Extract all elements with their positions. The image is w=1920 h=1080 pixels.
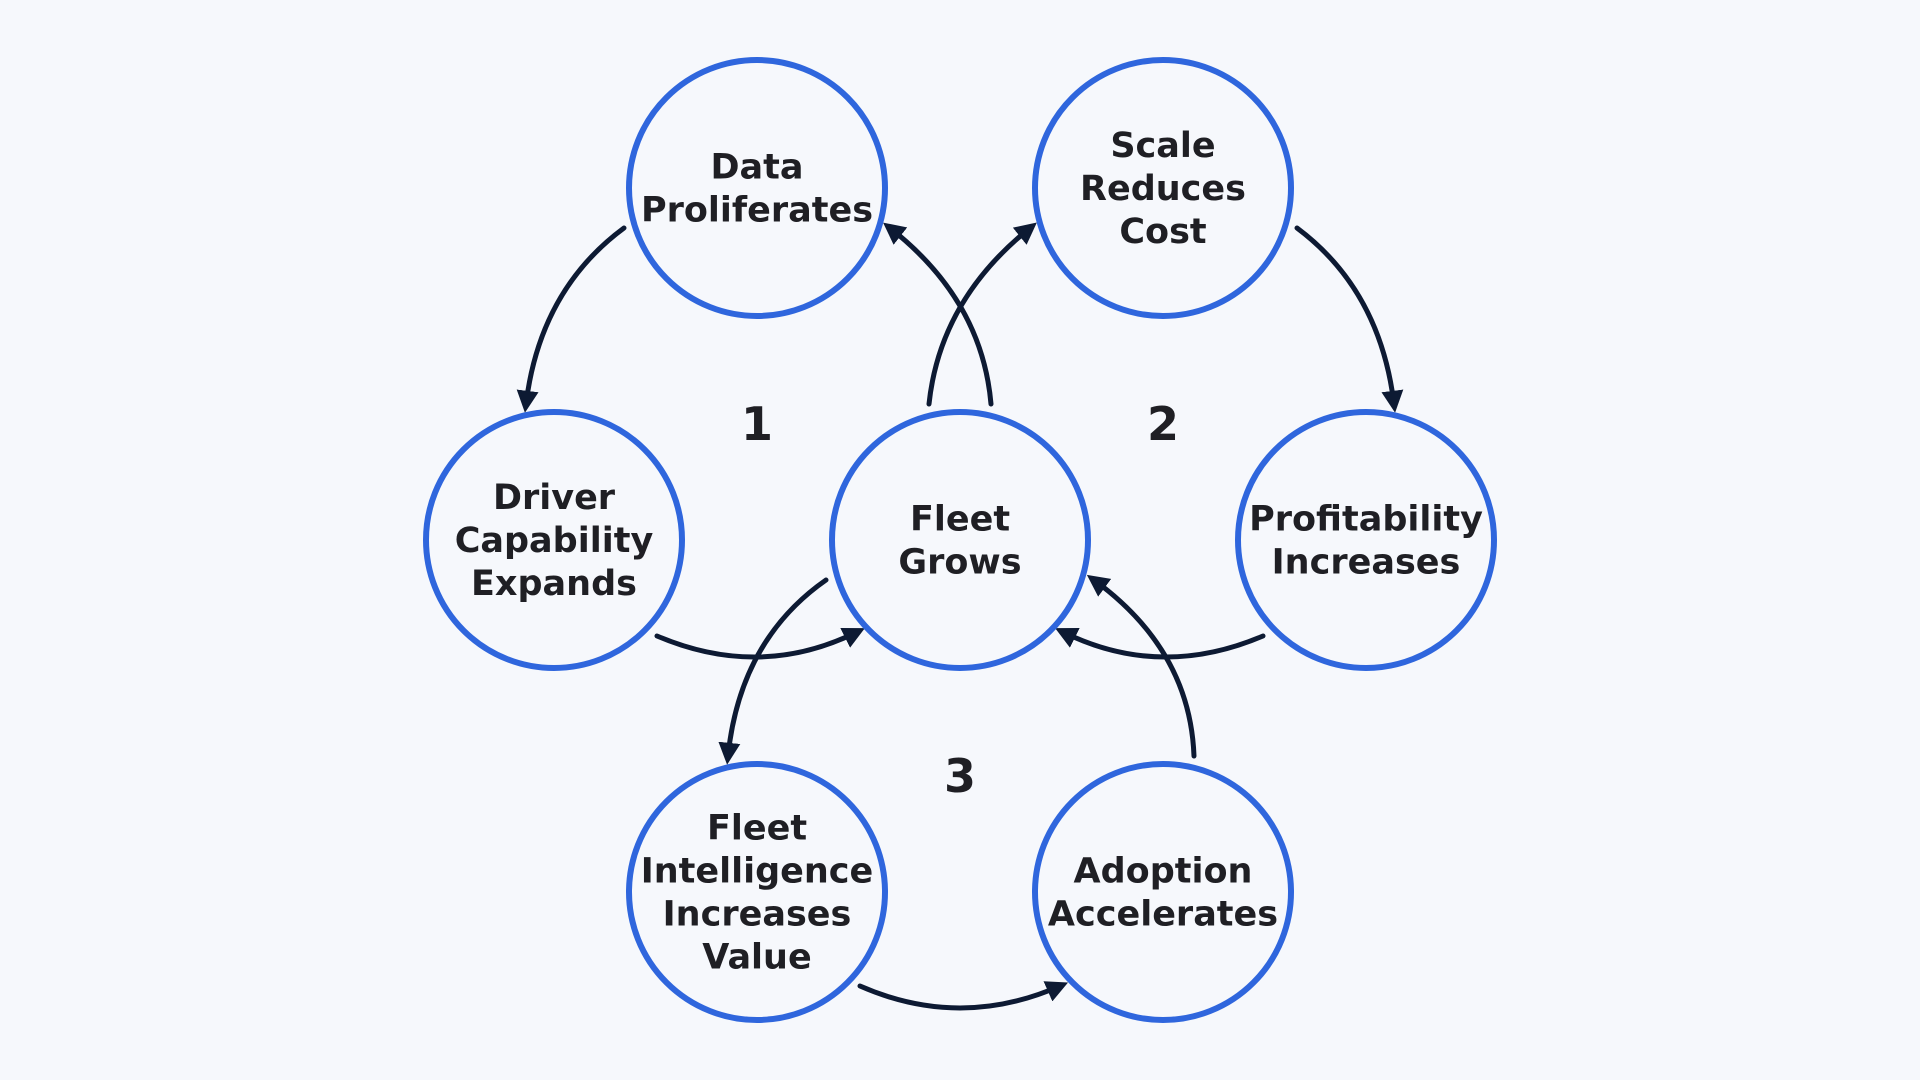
node-label-line: Data <box>710 148 803 188</box>
loop-1-number: 1 <box>741 397 773 451</box>
node-circle-driver-capability-expands <box>423 409 685 671</box>
arrow-profitability-increases-to-fleet-grows <box>1055 627 1266 660</box>
arrow-data-proliferates-to-driver-capability-expands <box>516 225 627 413</box>
node-label-line: Expands <box>471 564 637 604</box>
node-label-line: Profitability <box>1249 500 1483 540</box>
node-circle-adoption-accelerates <box>1032 761 1294 1023</box>
node-label-line: Fleet <box>910 500 1010 540</box>
node-label-line: Fleet <box>707 809 807 849</box>
node-label-line: Capability <box>455 521 654 561</box>
arrow-fleet-grows-to-data-proliferates <box>883 222 994 407</box>
loop-numbers-layer: 1 2 3 <box>741 397 1179 803</box>
loop-3-number: 3 <box>944 749 976 803</box>
arrow-fleet-intelligence-increases-value-to-adoption-accelerates <box>857 981 1069 1011</box>
node-label-line: Increases <box>1272 543 1461 583</box>
arrow-adoption-accelerates-to-fleet-grows <box>1086 574 1197 759</box>
node-label-line: Cost <box>1119 212 1206 252</box>
arrows-layer <box>516 222 1404 1011</box>
node-circle-fleet-intelligence-increases-value <box>626 761 888 1023</box>
arrow-fleet-grows-to-scale-reduces-cost <box>926 222 1037 407</box>
arrow-scale-reduces-cost-to-profitability-increases <box>1294 225 1404 413</box>
node-label-line: Intelligence <box>641 852 874 892</box>
node-label-line: Accelerates <box>1048 895 1278 935</box>
node-label-line: Proliferates <box>641 191 873 231</box>
node-label-line: Adoption <box>1074 852 1253 892</box>
node-label-line: Scale <box>1110 126 1215 166</box>
node-label-line: Increases <box>663 895 852 935</box>
node-label-line: Reduces <box>1080 169 1246 209</box>
node-label-line: Driver <box>493 478 616 518</box>
loop-2-number: 2 <box>1147 397 1179 451</box>
node-label-line: Grows <box>898 543 1021 583</box>
node-circle-data-proliferates <box>626 57 888 319</box>
node-label-line: Value <box>702 938 811 978</box>
node-circle-scale-reduces-cost <box>1032 57 1294 319</box>
arrow-fleet-grows-to-fleet-intelligence-increases-value <box>718 577 829 765</box>
node-circle-profitability-increases <box>1235 409 1497 671</box>
node-circle-fleet-grows <box>829 409 1091 671</box>
